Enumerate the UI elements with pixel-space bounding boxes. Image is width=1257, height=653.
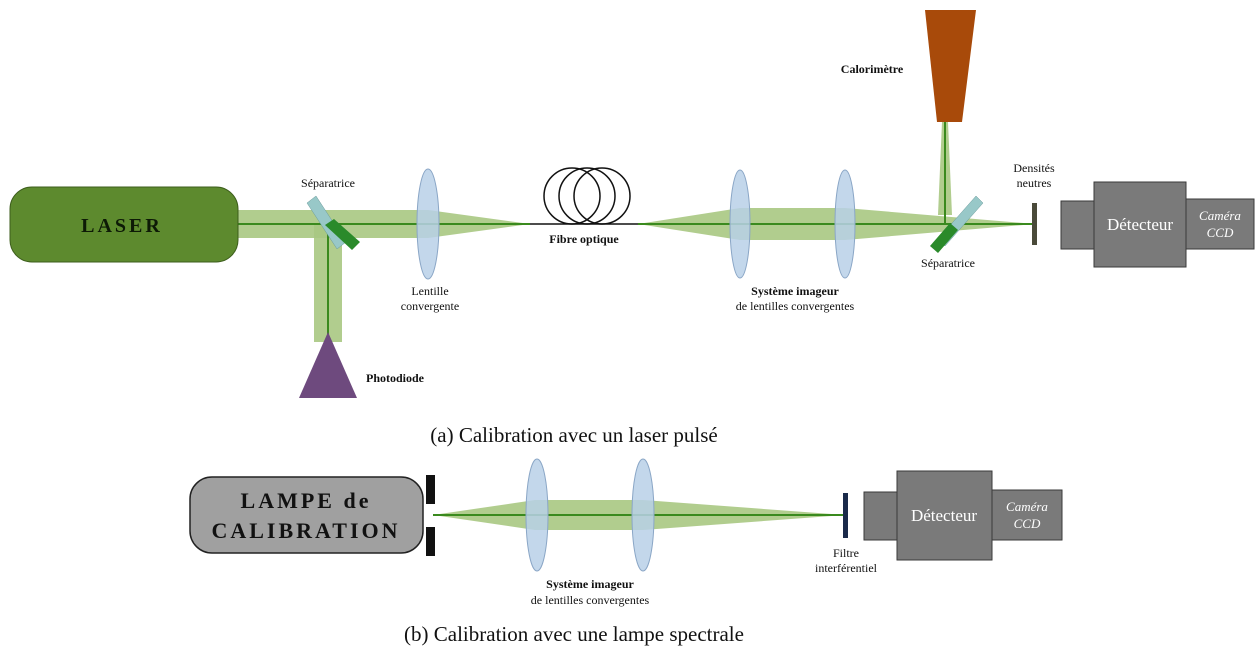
panel-a: LASER Séparatrice Lentille convergente F… — [9, 10, 1255, 447]
camera-b-label-line1: Caméra — [1006, 499, 1048, 514]
caption-a: (a) Calibration avec un laser pulsé — [430, 423, 717, 447]
beamsplitter-2 — [930, 195, 984, 253]
imaging-b-label-line2: de lentilles convergentes — [531, 593, 650, 607]
slit-lower — [426, 527, 435, 556]
fiber-optic-coil — [530, 167, 638, 225]
beamsplitter-1-label: Séparatrice — [301, 176, 355, 190]
neutral-density-filter — [1032, 203, 1037, 245]
calorimeter-label: Calorimètre — [841, 62, 904, 76]
imaging-lens-b-2 — [631, 458, 655, 572]
density-label-line1: Densités — [1013, 161, 1055, 175]
laser-label: LASER — [81, 215, 163, 237]
imaging-b-label-line1: Système imageur — [546, 577, 634, 591]
imaging-lens-1 — [729, 169, 751, 279]
camera-ccd — [1185, 198, 1255, 250]
lamp-label-line2: CALIBRATION — [211, 518, 400, 543]
fiber-label: Fibre optique — [549, 232, 619, 246]
calibration-lamp — [189, 476, 424, 554]
panel-b: LAMPE de CALIBRATION Système imageur de … — [189, 458, 1063, 646]
imaging-label-line1: Système imageur — [751, 284, 839, 298]
density-label-line2: neutres — [1017, 176, 1052, 190]
slit-upper — [426, 475, 435, 504]
photodiode-label: Photodiode — [366, 371, 425, 385]
laser-source — [9, 186, 239, 263]
detector-b-label: Détecteur — [911, 506, 977, 525]
camera-b-label-line2: CCD — [1014, 516, 1041, 531]
lens-label-line1: Lentille — [411, 284, 448, 298]
detector-label: Détecteur — [1107, 215, 1173, 234]
beamsplitter-1 — [306, 195, 360, 250]
filter-label-line1: Filtre — [833, 546, 859, 560]
lens-label-line2: convergente — [401, 299, 459, 313]
imaging-label-line2: de lentilles convergentes — [736, 299, 855, 313]
photodiode — [299, 332, 357, 398]
camera-label-line2: CCD — [1207, 225, 1234, 240]
detector-b-front — [863, 491, 898, 541]
camera-label-line1: Caméra — [1199, 208, 1241, 223]
interference-filter — [843, 493, 848, 538]
caption-b: (b) Calibration avec une lampe spectrale — [404, 622, 744, 646]
lamp-label-line1: LAMPE de — [241, 488, 372, 513]
calorimeter — [925, 10, 976, 122]
imaging-lens-2 — [834, 169, 856, 279]
imaging-lens-b-1 — [525, 458, 549, 572]
detector-front — [1060, 200, 1095, 250]
detector-body — [1093, 181, 1187, 268]
beamsplitter-2-label: Séparatrice — [921, 256, 975, 270]
camera-b-ccd — [991, 489, 1063, 541]
filter-label-line2: interférentiel — [815, 561, 878, 575]
converging-lens — [416, 168, 440, 280]
